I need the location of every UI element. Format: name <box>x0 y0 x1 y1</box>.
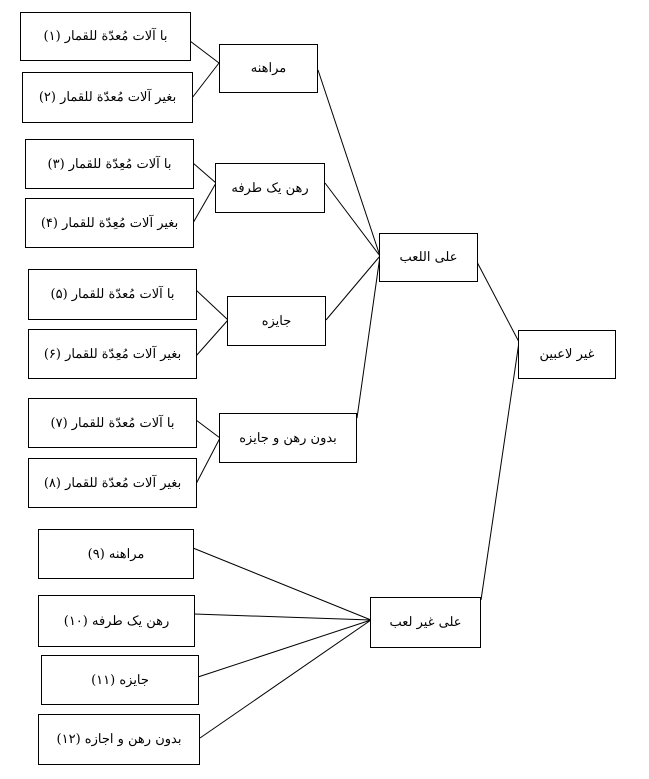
leaf-box-1: با آلات مُعدّة للقمار (۱) <box>20 12 191 61</box>
leaf-box-10: رهن یک طرفه (۱۰) <box>38 595 195 647</box>
connector-leaf5-jayeze <box>195 289 229 321</box>
connector-leaf6-jayeze <box>195 319 229 357</box>
connector-rahn-group1 <box>324 182 381 257</box>
connector-leaf9-group2 <box>192 547 372 621</box>
leaf-box-7: با آلات مُعدّة للقمار (۷) <box>28 398 197 448</box>
root-box: غیر لاعبین <box>518 330 616 379</box>
connector-murahane-group1 <box>317 69 381 257</box>
category-box-bedoon-rahn-jayeze: بدون رهن و جایزه <box>219 413 357 463</box>
connector-leaf4-rahn <box>192 182 217 224</box>
leaf-box-9: مراهنه (۹) <box>38 529 194 579</box>
category-box-rahn-yek-tarafe: رهن یک طرفه <box>215 163 325 213</box>
leaf-box-6: بغیر آلات مُعِدّة للقمار (۶) <box>28 329 197 379</box>
leaf-box-3: با آلات مُعِدّة للقمار (۳) <box>25 139 194 189</box>
connector-jayeze-group1 <box>325 255 381 321</box>
leaf-box-11: جایزه (۱۱) <box>41 655 199 705</box>
connector-leaf2-murahane <box>191 62 220 99</box>
connector-leaf1-murahane <box>189 40 220 64</box>
connector-group2-root <box>480 341 520 601</box>
connector-bedoon-group1 <box>356 255 381 419</box>
connector-leaf8-bedoon <box>195 437 221 485</box>
connector-leaf7-bedoon <box>195 419 221 439</box>
leaf-box-4: بغیر آلات مُعِدّة للقمار (۴) <box>25 198 194 248</box>
connector-leaf3-rahn <box>192 162 217 184</box>
leaf-box-12: بدون رهن و اجازه (۱۲) <box>38 714 200 765</box>
leaf-box-5: با آلات مُعدّة للقمار (۵) <box>28 269 197 320</box>
group-box-ala-ghayr-laab: علی غیر لعب <box>370 597 481 648</box>
leaf-box-2: بغیر آلات مُعدّة للقمار (۲) <box>22 72 193 123</box>
connector-leaf12-group2 <box>199 619 372 739</box>
connector-group1-root <box>476 261 520 343</box>
category-box-jayeze: جایزه <box>227 296 326 346</box>
group-box-ala-allaab: علی اللعب <box>379 233 478 282</box>
connector-leaf10-group2 <box>193 613 372 621</box>
connector-leaf11-group2 <box>197 619 372 678</box>
category-box-murahane: مراهنه <box>219 44 318 93</box>
leaf-box-8: بغیر آلات مُعدّة للقمار (۸) <box>28 458 197 508</box>
